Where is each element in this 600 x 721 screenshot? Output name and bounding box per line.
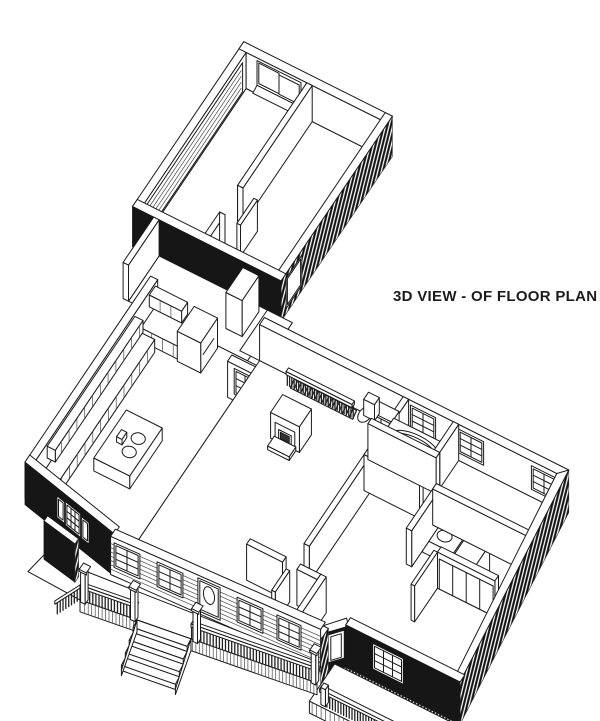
plan-shape xyxy=(238,613,262,625)
plan-shape xyxy=(278,624,300,635)
plan-shape xyxy=(437,546,499,582)
plan-shape xyxy=(225,267,260,302)
plan-shape xyxy=(459,444,483,457)
drawing-title: 3D VIEW - OF FLOOR PLAN xyxy=(393,288,597,305)
plan-shape xyxy=(410,583,416,623)
plan-shape xyxy=(320,686,326,708)
plan-shape xyxy=(279,431,290,444)
plan-shape xyxy=(174,638,192,696)
plan-shape xyxy=(411,420,435,433)
plan-shape xyxy=(58,498,64,521)
plan-shape xyxy=(93,409,163,477)
plan-shape xyxy=(66,517,80,529)
plan-shape xyxy=(320,682,329,691)
plan-shape xyxy=(54,584,81,605)
plan-shape xyxy=(410,549,438,587)
plan-shape xyxy=(330,633,342,661)
plan-shape xyxy=(74,537,79,584)
plan-shape xyxy=(270,394,312,428)
plan-shape xyxy=(158,577,182,589)
plan-shape xyxy=(267,435,297,458)
plan-shape xyxy=(147,82,242,221)
plan-shape xyxy=(411,414,435,426)
plan-shape xyxy=(147,87,242,227)
plan-shape xyxy=(122,261,129,302)
plan-shape xyxy=(46,315,144,451)
plan-shape xyxy=(278,631,300,641)
plan-shape xyxy=(120,619,138,677)
plan-shape xyxy=(405,527,413,568)
plan-shape xyxy=(202,338,215,355)
plan-shape xyxy=(82,519,88,542)
plan-shape xyxy=(191,608,200,615)
plan-shape xyxy=(236,197,258,226)
plan-shape xyxy=(203,586,215,605)
plan-shape xyxy=(110,528,326,630)
plan-shape xyxy=(278,74,300,105)
plan-shape xyxy=(308,700,351,721)
plan-shape xyxy=(271,568,291,593)
plan-shape xyxy=(115,552,139,563)
plan-shape xyxy=(374,653,402,668)
plan-shape xyxy=(147,76,242,215)
plan-shape xyxy=(286,258,302,305)
plan-shape xyxy=(128,586,137,593)
plan-shape xyxy=(66,510,80,522)
plan-shape xyxy=(310,650,317,686)
plan-shape xyxy=(363,391,380,406)
plan-shape xyxy=(246,538,287,563)
plan-shape xyxy=(258,62,280,95)
plan-shape xyxy=(116,429,128,440)
plan-shape xyxy=(158,571,182,582)
plan-shape xyxy=(238,606,262,618)
plan-shape xyxy=(192,608,198,645)
plan-shape xyxy=(289,387,354,420)
plan-shape xyxy=(459,438,483,450)
plan-shape xyxy=(132,198,287,282)
plan-shape xyxy=(130,432,146,445)
plan-shape xyxy=(367,417,441,459)
plan-shape xyxy=(309,649,318,657)
plan-shape xyxy=(176,305,218,344)
plan-shape xyxy=(80,569,86,605)
plan-shape xyxy=(115,558,139,570)
plan-shape xyxy=(120,664,176,690)
plan-shape xyxy=(122,216,160,266)
plan-shape xyxy=(285,367,355,405)
plan-shape xyxy=(374,660,402,675)
plan-shape xyxy=(345,617,466,683)
plan-shape xyxy=(319,688,385,721)
plan-shape xyxy=(148,285,189,312)
plan-shape xyxy=(130,586,136,623)
floor-plan-geometry xyxy=(24,41,570,721)
plan-shape xyxy=(78,568,87,576)
plan-shape xyxy=(147,70,242,209)
plan-shape xyxy=(121,445,137,459)
